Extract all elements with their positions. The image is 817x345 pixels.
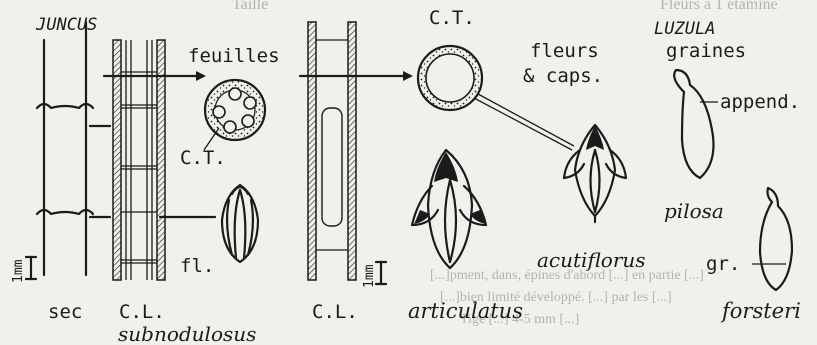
scale-bar-middle [376, 262, 386, 284]
species-acutiflorus: acutiflorus [537, 248, 646, 272]
fleurs-label: fleurs [530, 40, 599, 62]
cl-label-middle: C.L. [312, 301, 358, 323]
arrow-head-capsule [403, 71, 413, 81]
longitudinal-section-articulatus [308, 22, 356, 280]
scale-label-left: 1mm [11, 259, 26, 283]
graines-label: graines [666, 40, 746, 62]
feuilles-label: feuilles [188, 45, 280, 67]
append-label: append. [720, 91, 800, 113]
arrow-head-leaf [196, 71, 206, 81]
species-pilosa: pilosa [664, 199, 724, 223]
genus-luzula-label: LUZULA [654, 19, 715, 39]
seed-forsteri [752, 188, 792, 290]
species-articulatus: articulatus [408, 299, 523, 323]
genus-juncus-label: JUNCUS [35, 15, 97, 35]
scale-label-middle: 1mm [362, 264, 377, 288]
flower-subnodulosus [222, 185, 258, 262]
cl-label-left: C.L. [119, 301, 165, 323]
species-forsteri: forsteri [720, 299, 801, 323]
caps-label: & caps. [523, 65, 603, 87]
gr-label: gr. [706, 253, 740, 275]
seed-pilosa [674, 70, 718, 178]
flower-articulatus [412, 150, 486, 268]
flower-acutiflorus [564, 125, 626, 222]
sec-label: sec [48, 301, 82, 323]
leaf-cross-section [204, 80, 265, 150]
ct-label-middle: C.T. [180, 147, 226, 169]
species-subnodulosus: subnodulosus [118, 322, 256, 345]
ct-label-top: C.T. [429, 7, 475, 29]
dry-stem-drawing [37, 22, 110, 275]
fl-label: fl. [180, 255, 214, 277]
scale-bar-left [26, 257, 36, 279]
